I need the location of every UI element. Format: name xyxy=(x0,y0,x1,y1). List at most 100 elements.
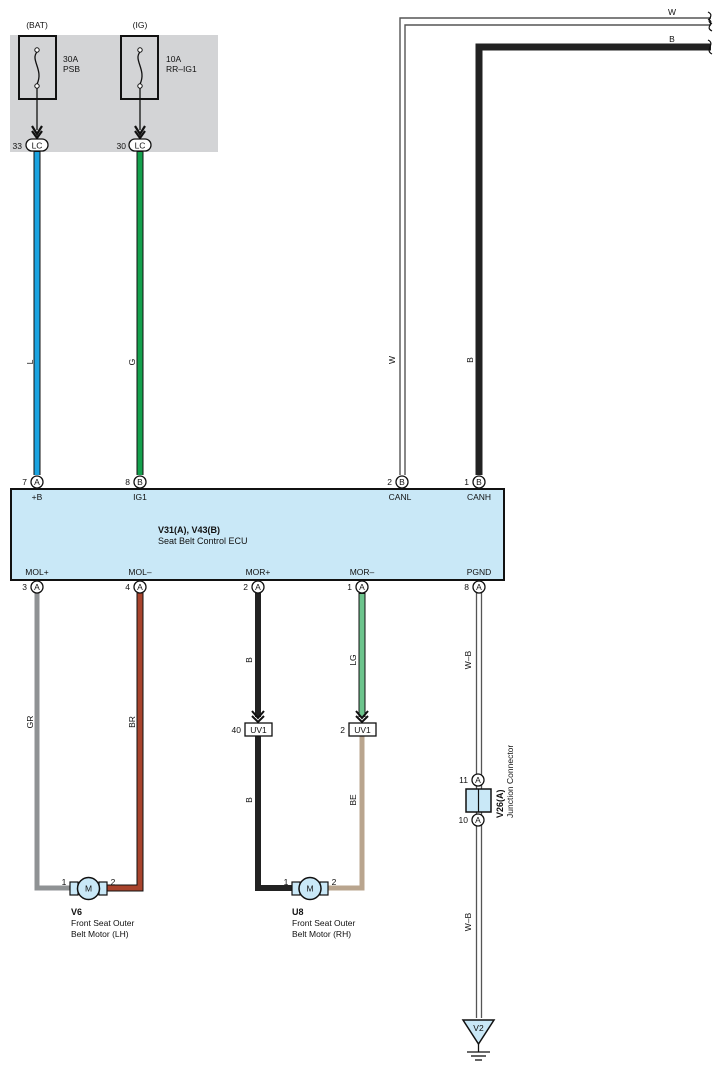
pin-number: 1 xyxy=(347,582,352,592)
junction-connector-v26: 11 A 10 A xyxy=(459,773,492,827)
pin-connector: B xyxy=(399,477,405,487)
ground-v2: V2 xyxy=(461,1019,496,1061)
pin-connector: A xyxy=(34,477,40,487)
motor-pin-left: 1 xyxy=(62,877,67,887)
ecu-signal-mol-minus: MOL– xyxy=(128,567,151,577)
motor-pin-left: 1 xyxy=(284,877,289,887)
ecu-bottom-pin-4: 1 A xyxy=(347,580,369,594)
ecu-bottom-pin-1: 3 A xyxy=(22,580,44,594)
junction-pin-bottom: 10 xyxy=(459,815,469,825)
pin-connector: A xyxy=(476,582,482,592)
ecu-top-pin-3: 2 B CANL xyxy=(387,475,412,502)
pin-number: 8 xyxy=(125,477,130,487)
pin-connector: A xyxy=(34,582,40,592)
wire-canh-b xyxy=(475,43,711,475)
pin-connector: B xyxy=(476,477,482,487)
pin-number: 1 xyxy=(464,477,469,487)
motor-v6-id: V6 xyxy=(71,907,82,917)
motor-u8-id: U8 xyxy=(292,907,304,917)
ground-label: V2 xyxy=(473,1023,484,1033)
fuse-psb-name: PSB xyxy=(63,64,80,74)
uv1-connector-left: 40 UV1 xyxy=(232,722,273,737)
wire-mol-minus-br xyxy=(107,593,144,892)
ecu-top-pin-4: 1 B CANH xyxy=(464,475,491,502)
fuse-rr-ig1 xyxy=(120,35,159,140)
uv1-label: UV1 xyxy=(250,725,267,735)
ecu-top-pin-1: 7 A +B xyxy=(22,475,44,502)
uv1-label: UV1 xyxy=(354,725,371,735)
junction-id: V26(A) xyxy=(495,789,505,818)
wire-break-marks xyxy=(707,11,713,55)
pin-signal: IG1 xyxy=(133,492,147,502)
pin-number: 8 xyxy=(464,582,469,592)
wire-canl-w xyxy=(399,17,711,475)
wire-mor-minus-lg-be xyxy=(328,593,369,891)
junction-conn-top: A xyxy=(475,775,481,785)
wire-canl-color: W xyxy=(387,356,397,364)
motor-pin-right: 2 xyxy=(111,877,116,887)
wire-canh-top-color: B xyxy=(669,34,675,44)
wire-canh-color: B xyxy=(465,357,475,363)
wire-canl-top-color: W xyxy=(668,7,676,17)
wire-mor-plus-lower-color: B xyxy=(244,797,254,803)
wire-mol-plus-gr xyxy=(34,593,70,891)
seat-belt-control-ecu: V31(A), V43(B) Seat Belt Control ECU xyxy=(10,488,505,581)
uv1-connector-right: 2 UV1 xyxy=(340,722,377,737)
ecu-bottom-pin-2: 4 A xyxy=(125,580,147,594)
fuse-rr-ig1-name: RR–IG1 xyxy=(166,64,197,74)
ecu-subtitle: Seat Belt Control ECU xyxy=(158,536,248,546)
wire-mor-minus-lower-color: BE xyxy=(348,794,358,806)
lc-label-bat: LC xyxy=(32,141,43,151)
pin-connector: B xyxy=(137,477,143,487)
wire-bat-color: L xyxy=(25,359,35,364)
ecu-bottom-pin-5: 8 A xyxy=(464,580,486,594)
motor-v6-desc1: Front Seat Outer xyxy=(71,918,134,928)
pin-connector: A xyxy=(255,582,261,592)
wire-ig-color: G xyxy=(127,359,137,366)
pin-number: 3 xyxy=(22,582,27,592)
motor-u8-desc1: Front Seat Outer xyxy=(292,918,355,928)
junction-desc: Junction Connector xyxy=(505,745,515,818)
junction-conn-bottom: A xyxy=(475,815,481,825)
ecu-title: V31(A), V43(B) xyxy=(158,525,220,535)
lc-pin-33: 33 xyxy=(13,141,23,151)
power-source-block: (BAT) (IG) 30A PSB 10A RR–IG1 33 xyxy=(10,20,218,152)
uv1-pin-2: 2 xyxy=(340,725,345,735)
ig-source-label: (IG) xyxy=(133,20,148,30)
wire-pgnd-lower-color: W–B xyxy=(463,912,473,931)
pin-signal: +B xyxy=(32,492,43,502)
motor-v6-desc2: Belt Motor (LH) xyxy=(71,929,129,939)
ecu-signal-mol-plus: MOL+ xyxy=(25,567,48,577)
fuse-psb xyxy=(18,35,57,140)
pin-number: 2 xyxy=(387,477,392,487)
wire-pgnd-upper-color: W–B xyxy=(463,650,473,669)
pin-connector: A xyxy=(137,582,143,592)
fuse-psb-amp: 30A xyxy=(63,54,78,64)
ecu-signal-mor-minus: MOR– xyxy=(350,567,375,577)
pin-signal: CANH xyxy=(467,492,491,502)
wire-mor-plus-b xyxy=(251,593,292,891)
pin-connector: A xyxy=(359,582,365,592)
ecu-bottom-pin-3: 2 A xyxy=(243,580,265,594)
fuse-rr-ig1-amp: 10A xyxy=(166,54,181,64)
motor-pin-right: 2 xyxy=(332,877,337,887)
pin-number: 2 xyxy=(243,582,248,592)
motor-symbol: M xyxy=(85,884,92,894)
bat-source-label: (BAT) xyxy=(26,20,48,30)
motor-v6: M 1 2 xyxy=(62,876,116,901)
wire-mol-minus-color: BR xyxy=(127,716,137,728)
lc-label-ig: LC xyxy=(135,141,146,151)
ecu-signal-mor-plus: MOR+ xyxy=(246,567,271,577)
ecu-signal-pgnd: PGND xyxy=(467,567,492,577)
motor-u8-desc2: Belt Motor (RH) xyxy=(292,929,351,939)
pin-number: 7 xyxy=(22,477,27,487)
pin-number: 4 xyxy=(125,582,130,592)
lc-pin-30: 30 xyxy=(117,141,127,151)
wire-mor-plus-upper-color: B xyxy=(244,657,254,663)
uv1-pin-40: 40 xyxy=(232,725,242,735)
wire-mol-plus-color: GR xyxy=(25,716,35,729)
wire-mor-minus-upper-color: LG xyxy=(348,654,358,665)
ecu-top-pin-2: 8 B IG1 xyxy=(125,475,147,502)
motor-symbol: M xyxy=(306,884,313,894)
